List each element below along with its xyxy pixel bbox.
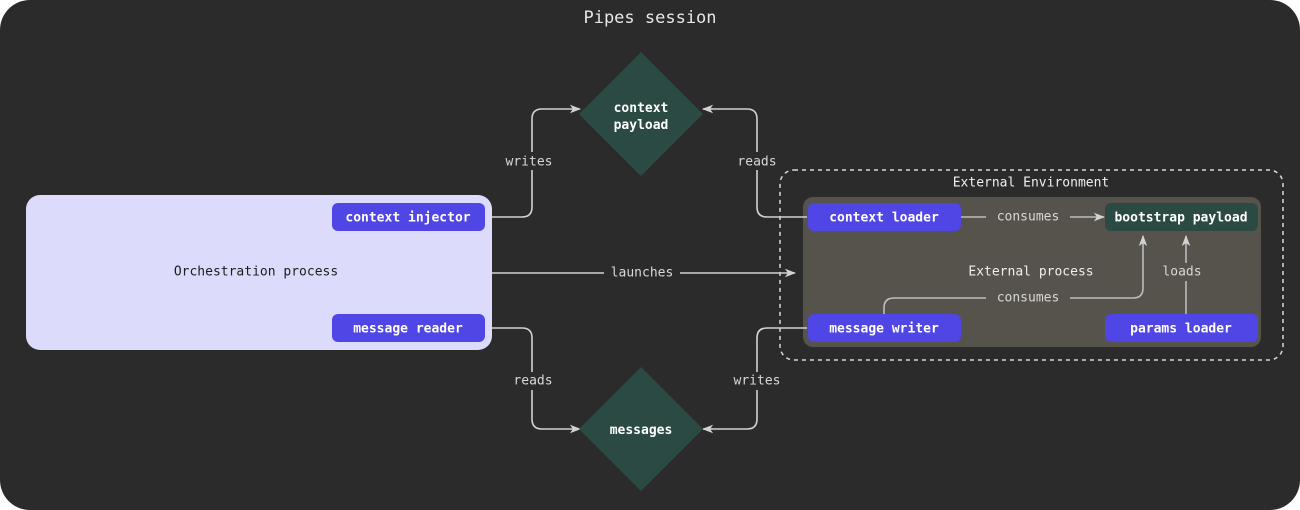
message-reader-box xyxy=(332,314,485,342)
messages-label: messages xyxy=(610,423,673,438)
message-writer-box xyxy=(808,314,961,342)
orchestration-process-label: Orchestration process xyxy=(174,265,338,280)
edge-label-bg-consumes-bottom xyxy=(986,289,1070,307)
edge-label-launches: launches xyxy=(611,266,674,281)
page-title: Pipes session xyxy=(583,8,716,28)
message-writer-label: message writer xyxy=(829,322,939,337)
edge-label-bg-writes-bottom xyxy=(726,372,788,390)
node-context-loader[interactable]: context loader xyxy=(808,203,961,231)
external-environment-cluster xyxy=(779,169,1284,361)
params-loader-label: params loader xyxy=(1130,322,1232,337)
context-payload-label-line1: context xyxy=(614,101,669,116)
node-params-loader[interactable]: params loader xyxy=(1105,314,1258,342)
edge-label-reads-top: reads xyxy=(737,155,776,170)
data-store-messages[interactable]: messages xyxy=(579,367,703,491)
edge-label-bg-launches xyxy=(604,264,680,282)
data-store-context-payload[interactable]: context payload xyxy=(579,52,703,176)
edge-label-bg-loads xyxy=(1155,263,1211,281)
edge-label-consumes-top: consumes xyxy=(997,210,1060,225)
node-message-writer[interactable]: message writer xyxy=(808,314,961,342)
node-bootstrap-payload[interactable]: bootstrap payload xyxy=(1105,203,1258,231)
params-loader-box xyxy=(1105,314,1258,342)
context-injector-label: context injector xyxy=(345,211,470,226)
node-context-injector[interactable]: context injector xyxy=(332,203,485,231)
context-injector-box xyxy=(332,203,485,231)
messages-diamond-shape xyxy=(579,367,703,491)
edge-label-writes-top: writes xyxy=(506,155,553,170)
message-reader-label: message reader xyxy=(353,322,463,337)
external-process-box xyxy=(803,197,1261,347)
context-loader-box xyxy=(808,203,961,231)
orchestration-process-panel xyxy=(26,195,492,350)
edge-label-writes-bottom: writes xyxy=(734,374,781,389)
external-environment-title: External Environment xyxy=(953,176,1110,191)
context-loader-label: context loader xyxy=(829,211,939,226)
node-message-reader[interactable]: message reader xyxy=(332,314,485,342)
edge-label-reads-bottom: reads xyxy=(513,374,552,389)
edge-label-consumes-bottom: consumes xyxy=(997,291,1060,306)
edge-label-bg-consumes-top xyxy=(986,208,1070,226)
edge-label-bg-reads-bottom xyxy=(504,372,564,390)
external-process-label: External process xyxy=(968,265,1093,280)
context-payload-diamond-shape xyxy=(579,52,703,176)
context-payload-label-line2: payload xyxy=(614,118,669,133)
bootstrap-payload-label: bootstrap payload xyxy=(1114,211,1247,226)
edge-label-loads: loads xyxy=(1162,265,1201,280)
edge-label-bg-reads-top xyxy=(727,152,787,170)
edge-label-bg-writes-top xyxy=(498,152,560,170)
bootstrap-payload-box xyxy=(1105,203,1258,231)
